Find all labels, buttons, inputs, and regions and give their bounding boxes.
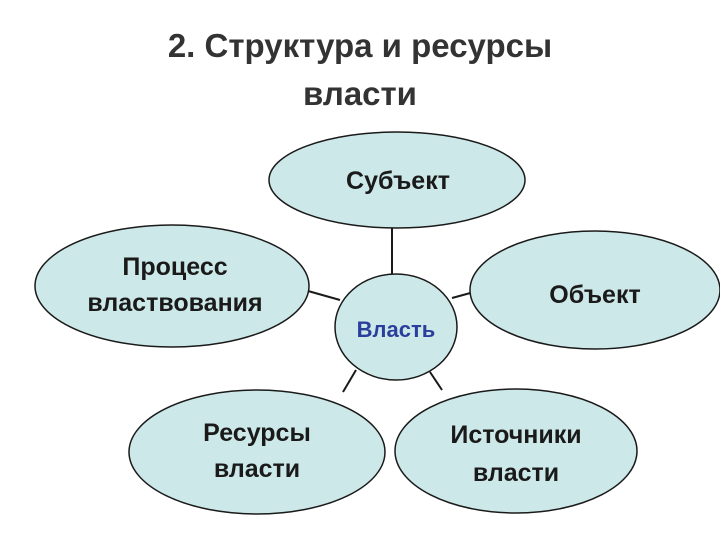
- node-center: [334, 273, 458, 381]
- node-sources-label-2: власти: [473, 459, 559, 487]
- node-process-label-1: Процесс: [122, 253, 227, 281]
- connector-sources: [429, 371, 443, 391]
- page-title: 2. Структура и ресурсы власти: [60, 22, 660, 118]
- connector-resources: [342, 369, 357, 393]
- node-process-label-2: властвования: [87, 289, 262, 317]
- title-line-2: власти: [303, 75, 417, 112]
- node-resources-label-2: власти: [214, 455, 300, 483]
- node-center-label: Власть: [357, 317, 436, 342]
- node-process: [34, 224, 310, 348]
- node-subject-label: Субъект: [346, 167, 450, 195]
- node-object: [469, 230, 720, 350]
- node-object-label: Объект: [549, 281, 640, 309]
- node-sources-label-1: Источники: [450, 421, 581, 449]
- node-resources: [128, 389, 386, 515]
- node-subject: [268, 131, 526, 229]
- connector-process: [307, 290, 341, 301]
- node-sources: [394, 388, 638, 514]
- title-line-1: 2. Структура и ресурсы: [167, 27, 553, 64]
- node-resources-label-1: Ресурсы: [203, 419, 311, 447]
